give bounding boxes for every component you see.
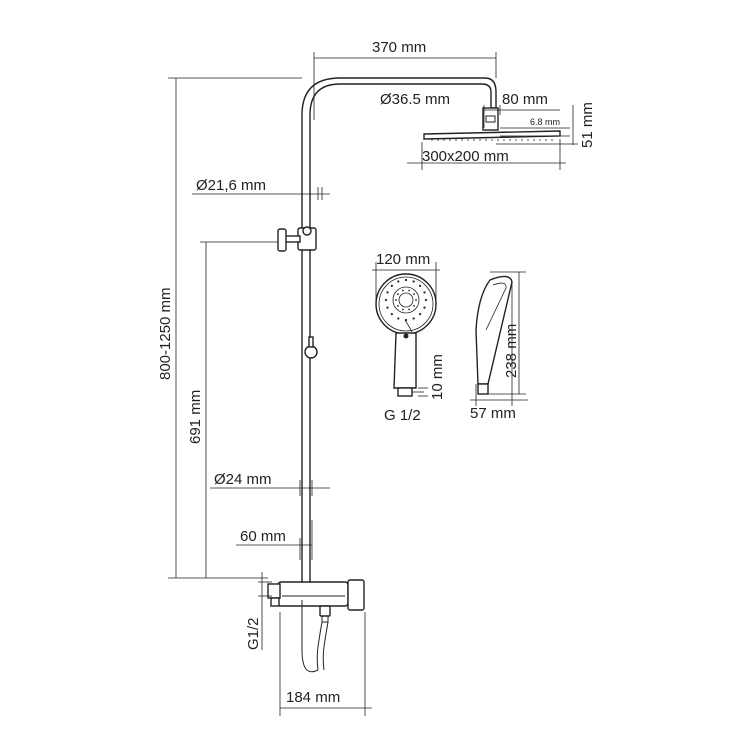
spray-nozzle-dot: [412, 317, 415, 320]
spray-nozzle-dot: [415, 299, 417, 301]
spray-nozzle-dot: [395, 299, 397, 301]
label-head-depth: 80 mm: [502, 91, 548, 108]
label-head-size: 300x200 mm: [422, 148, 509, 165]
label-mixer-offset: 60 mm: [240, 528, 286, 545]
spray-nozzle-dot: [408, 289, 410, 292]
label-handshower-neck: 10 mm: [429, 354, 446, 400]
hand-shower-side: [475, 275, 513, 395]
spray-nozzle-dot: [423, 291, 426, 294]
spray-nozzle-dot: [397, 317, 400, 320]
label-arm-diameter: Ø36.5 mm: [380, 91, 450, 108]
label-head-thickness: 6.8 mm: [530, 117, 560, 127]
label-total-height: 800-1250 mm: [157, 287, 174, 380]
spray-nozzle-dot: [386, 306, 389, 309]
label-handshower-width: 57 mm: [470, 405, 516, 422]
spray-nozzle-dot: [384, 298, 388, 302]
dimension-lines: [168, 52, 578, 716]
label-handshower-length: 238 mm: [503, 324, 520, 378]
spray-nozzle-dot: [397, 280, 400, 283]
spray-nozzle-dot: [390, 313, 393, 316]
label-mixer-width: 184 mm: [286, 689, 340, 706]
spray-nozzle-dot: [404, 278, 408, 282]
label-handshower-diameter: 120 mm: [376, 251, 430, 268]
spray-nozzle-dot: [424, 298, 428, 302]
label-pipe-lower-diameter: Ø24 mm: [214, 471, 272, 488]
spray-nozzle-dot: [412, 280, 415, 283]
spray-nozzle-dot: [402, 289, 404, 292]
label-handshower-thread: G 1/2: [384, 407, 421, 424]
spray-nozzle-dot: [386, 291, 389, 294]
spray-nozzle-dot: [423, 306, 426, 309]
thermostatic-mixer: [267, 579, 365, 623]
shower-hose: [301, 600, 329, 673]
label-pipe-upper-diameter: Ø21,6 mm: [196, 177, 266, 194]
label-head-height: 51 mm: [579, 102, 596, 148]
spray-nozzle-dot: [397, 293, 399, 296]
label-slider-height: 691 mm: [187, 390, 204, 444]
spray-nozzle-dot: [413, 304, 415, 307]
arm-connector: [482, 107, 499, 131]
label-width-arm: 370 mm: [372, 39, 426, 56]
hand-shower-front: [375, 273, 437, 397]
spray-nozzle-dot: [408, 308, 410, 311]
label-inlet-thread: G1/2: [245, 617, 262, 650]
spray-nozzle-dot: [413, 293, 415, 296]
pipe-knob: [304, 336, 318, 359]
spray-nozzle-dot: [419, 284, 422, 287]
spray-nozzle-dot: [390, 284, 393, 287]
slider-bracket: [277, 226, 317, 252]
spray-nozzle-dot: [419, 313, 422, 316]
spray-nozzle-dot: [397, 304, 399, 307]
spray-nozzle-dot: [402, 308, 404, 311]
